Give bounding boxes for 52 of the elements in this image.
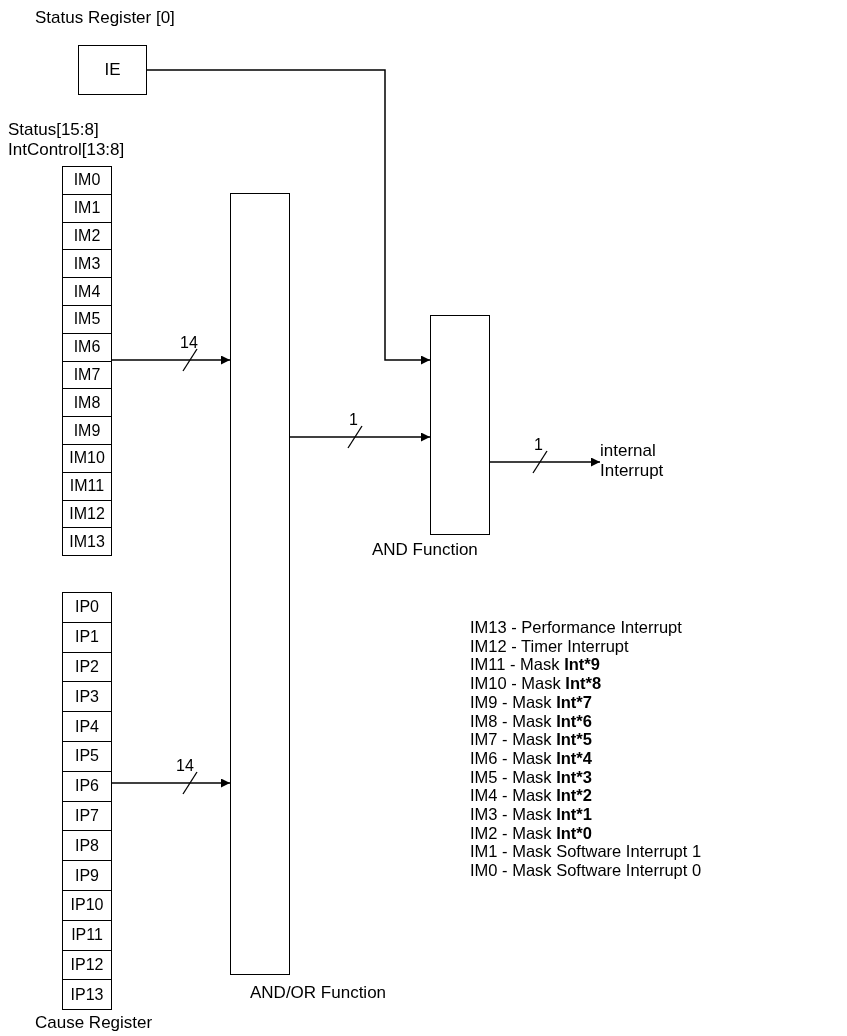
register-bit-cell: IM13 (62, 527, 112, 557)
note-line: IM7 - Mask Int*5 (470, 730, 592, 750)
register-bit-cell: IM0 (62, 166, 112, 195)
register-bit-cell: IM10 (62, 444, 112, 473)
arrow (146, 69, 431, 365)
register-box: IE (78, 45, 147, 95)
register-bit-cell: IP10 (62, 890, 112, 921)
register-bit-cell: IM6 (62, 332, 112, 362)
register-bit-cell: IP11 (62, 919, 112, 951)
register-bit-cell: IP13 (62, 979, 112, 1011)
note-line: IM3 - Mask Int*1 (470, 805, 592, 824)
register-bit-cell: IP0 (62, 592, 112, 623)
bus-width-label: 1 (349, 412, 358, 428)
note-line: IM4 - Mask Int*2 (470, 786, 592, 806)
bus-width-label: 14 (180, 335, 198, 351)
register-bit-cell: IP9 (62, 860, 112, 891)
note-line: IM9 - Mask Int*7 (470, 692, 592, 712)
register-bit-cell: IM11 (62, 471, 112, 501)
register-bit-cell: IP1 (62, 621, 112, 653)
register-bit-cell: IM4 (62, 277, 112, 306)
note-line: IM8 - Mask Int*6 (470, 711, 592, 731)
register-bit-cell: IP3 (62, 681, 112, 713)
arrow (289, 432, 431, 442)
note-line: IM13 - Performance Interrupt (470, 618, 682, 637)
register-bit-cell: IM1 (62, 193, 112, 223)
note-line: IM11 - Mask Int*9 (470, 655, 600, 675)
bus-width-label: 14 (176, 758, 194, 774)
block-label: AND/OR Function (250, 983, 387, 1003)
bus-width-label: 1 (534, 437, 543, 453)
note-line: IM0 - Mask Software Interrupt 0 (470, 861, 702, 881)
register-bit-cell: IP5 (62, 741, 112, 772)
register-bit-cell: IM9 (62, 416, 112, 445)
arrow (111, 355, 231, 365)
note-line: IM5 - Mask Int*3 (470, 767, 592, 787)
signal-label: internal Interrupt (600, 441, 665, 481)
register-bit-cell: IM8 (62, 388, 112, 418)
register-heading: Cause Register (35, 1013, 153, 1033)
register-bit-cell: IP4 (62, 711, 112, 742)
note-line: IM1 - Mask Software Interrupt 1 (470, 842, 702, 862)
register-bit-cell: IM5 (62, 305, 112, 334)
note-line: IM2 - Mask Int*0 (470, 823, 592, 843)
note-line: IM10 - Mask Int*8 (470, 674, 602, 694)
block-label: AND Function (372, 540, 478, 560)
register-heading: Status Register [0] (35, 8, 175, 28)
note-line: IM6 - Mask Int*4 (470, 748, 592, 768)
register-heading: Status[15:8] IntControl[13:8] (8, 120, 126, 160)
note-line: IM12 - Timer Interrupt (470, 636, 629, 656)
arrow (111, 778, 231, 788)
register-bit-cell: IP6 (62, 770, 112, 802)
register-bit-cell: IP8 (62, 830, 112, 862)
arrow (489, 457, 601, 467)
register-bit-cell: IM3 (62, 249, 112, 279)
